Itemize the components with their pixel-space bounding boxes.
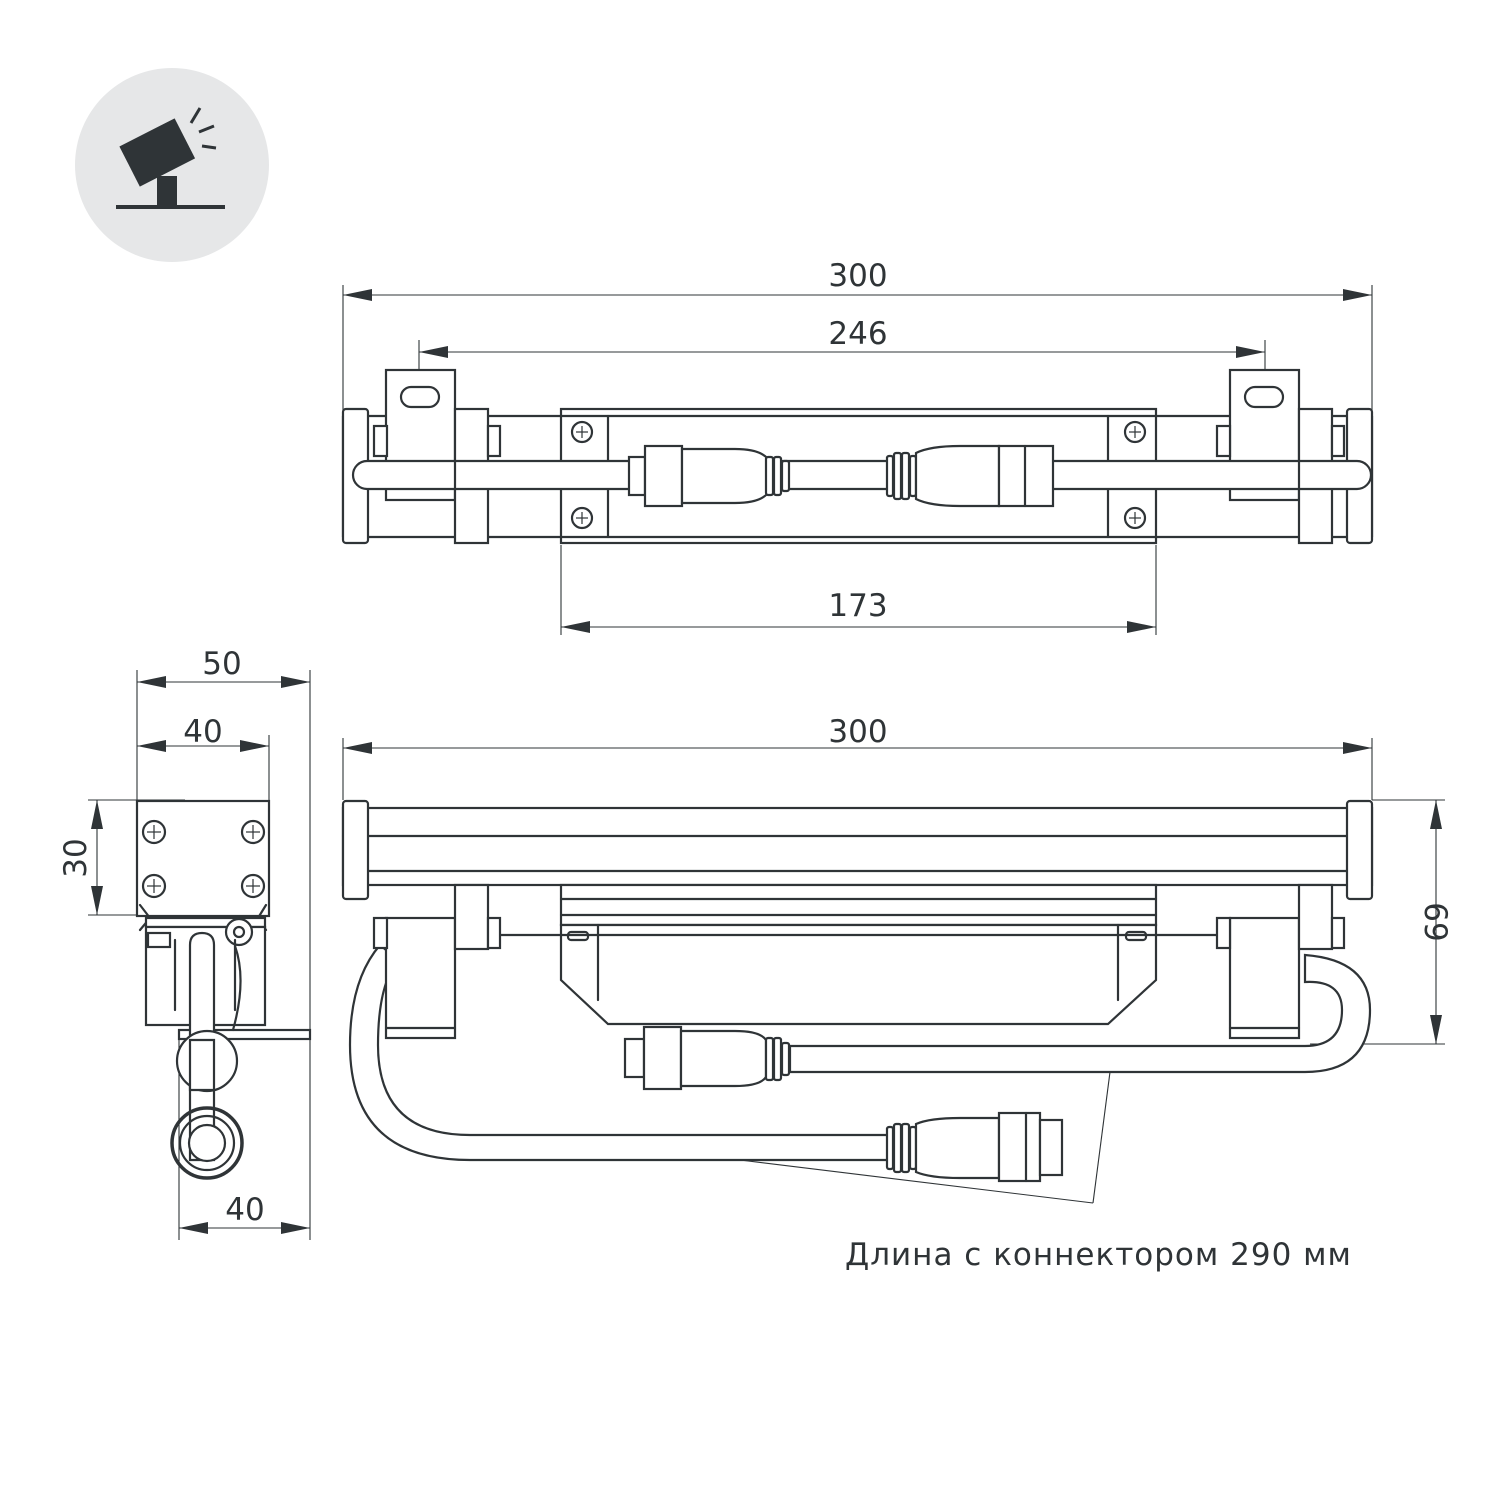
- dim-end-body-width: 40: [183, 714, 222, 750]
- dim-side-height: 69: [1417, 902, 1453, 941]
- cable-length-note: Длина с коннектором 290 мм: [845, 1237, 1352, 1273]
- dim-top-driver-length: 173: [828, 588, 887, 624]
- dim-end-body-height: 30: [58, 838, 94, 877]
- dim-end-width: 50: [202, 646, 241, 682]
- dim-top-total-length: 300: [828, 258, 887, 294]
- dim-side-total-length: 300: [828, 714, 887, 750]
- screw: [570, 420, 1147, 530]
- side-view: 300 69: [341, 714, 1453, 1273]
- dim-top-bracket-spacing: 246: [828, 316, 887, 352]
- end-view: 50 40 30 40: [58, 646, 312, 1240]
- top-view: 300 246 173: [341, 258, 1374, 635]
- dim-end-bottom-width: 40: [225, 1192, 264, 1228]
- floodlight-mounting-icon: [75, 68, 269, 262]
